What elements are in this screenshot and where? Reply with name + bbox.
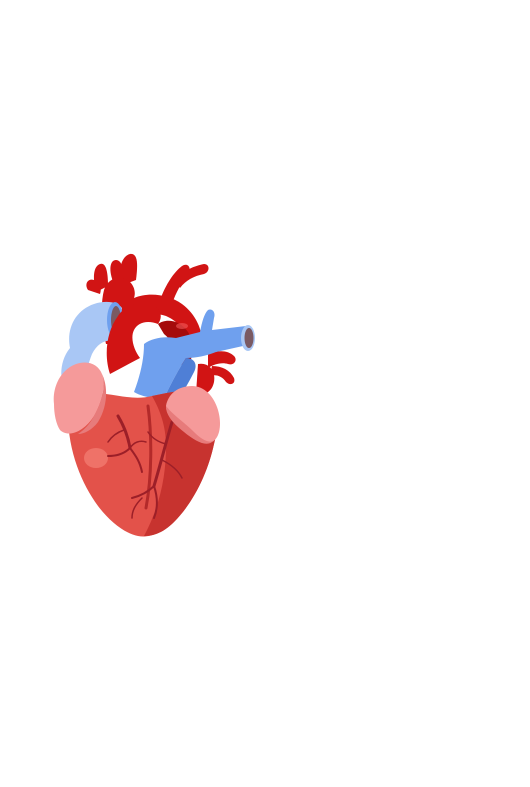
ventricle-highlight bbox=[84, 448, 108, 468]
pulmonary-veins bbox=[208, 351, 236, 385]
right-atrium bbox=[53, 362, 104, 434]
aorta-highlight bbox=[176, 323, 188, 329]
superior-vena-cava bbox=[61, 301, 122, 384]
pulmonary-artery bbox=[134, 309, 254, 398]
pulmonary-artery-shade bbox=[166, 358, 196, 402]
aortic-branches bbox=[86, 253, 209, 304]
coronary-vessels bbox=[107, 414, 183, 519]
pulmonary-lumen bbox=[244, 328, 254, 348]
left-auricle bbox=[166, 386, 220, 443]
aorta-trunk bbox=[106, 303, 161, 374]
left-atrium bbox=[196, 363, 215, 395]
anatomical-heart-icon bbox=[53, 253, 255, 537]
left-auricle-shade bbox=[166, 406, 214, 444]
right-atrium-shade bbox=[78, 374, 107, 434]
interventricular-groove bbox=[144, 404, 153, 510]
